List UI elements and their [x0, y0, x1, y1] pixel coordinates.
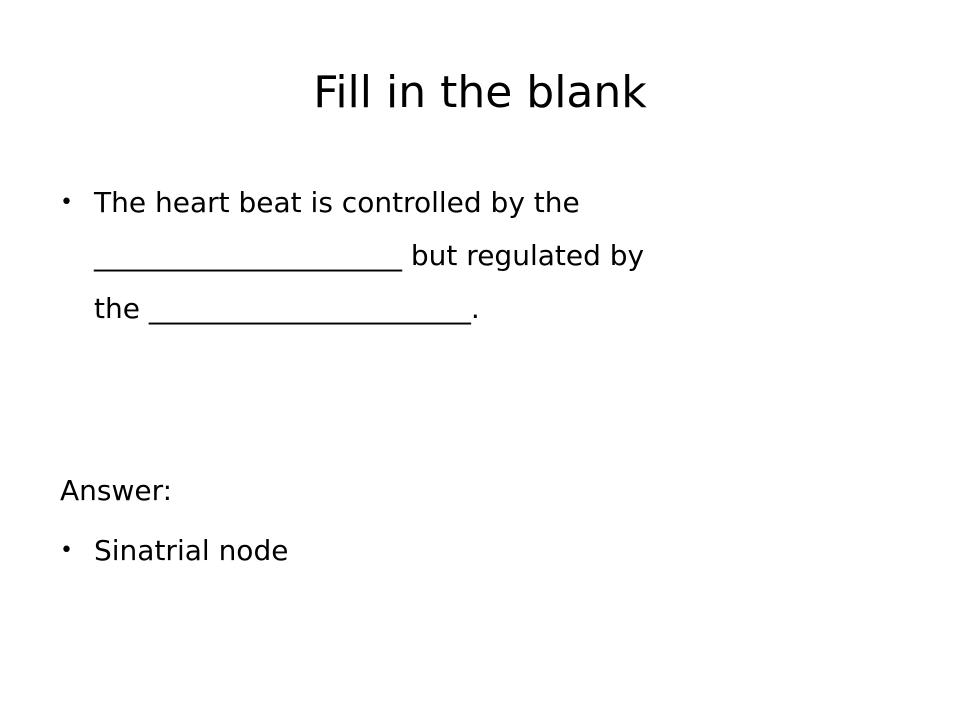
- slide-title: Fill in the blank: [313, 67, 647, 118]
- question-bullet: • The heart beat is controlled by the __…: [60, 176, 880, 335]
- answer-list: • Sinatrial node: [60, 524, 880, 577]
- bullet-icon: •: [60, 538, 73, 563]
- question-text: The heart beat is controlled by the ____…: [94, 176, 880, 335]
- answer-text: Sinatrial node: [94, 534, 289, 567]
- answer-bullet: • Sinatrial node: [60, 524, 880, 577]
- question-line-3: the _______________________.: [94, 292, 480, 325]
- answer-label: Answer:: [60, 474, 173, 507]
- question-line-2: ______________________ but regulated by: [94, 239, 645, 272]
- question-line-1: The heart beat is controlled by the: [94, 186, 580, 219]
- bullet-icon: •: [60, 190, 73, 215]
- question-block: • The heart beat is controlled by the __…: [60, 176, 880, 335]
